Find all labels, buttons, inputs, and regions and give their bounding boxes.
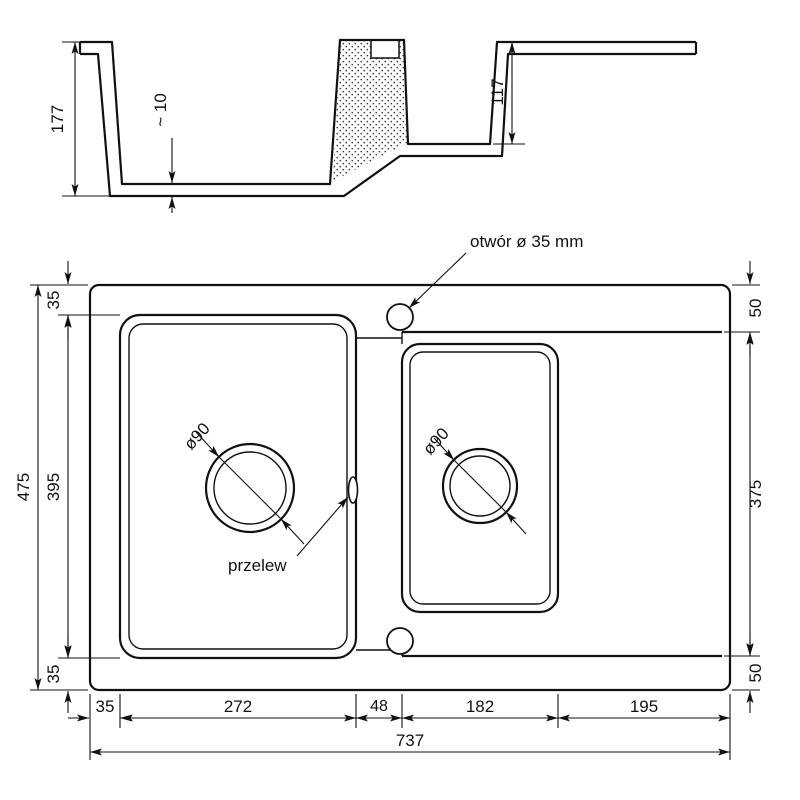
sink-outer-edge (88, 283, 732, 692)
dim-right-bottom-label: 50 (746, 664, 765, 683)
tap-hole-callout: otwór ø 35 mm (408, 232, 583, 309)
section-outer-contour (80, 52, 696, 198)
tap-hole-section (370, 39, 400, 59)
tap-hole-label: otwór ø 35 mm (470, 232, 583, 251)
dim-total-width-label: 737 (396, 731, 424, 750)
dim-bottom-thickness: ~ 10 (151, 93, 176, 213)
dim-depth-total-label: 177 (48, 105, 67, 133)
overflow-label: przelew (228, 556, 287, 575)
drain-right-annotation: ø90 (419, 424, 527, 535)
dim-right-top-label: 50 (746, 299, 765, 318)
right-drain-outer (441, 447, 519, 525)
divider-hatch (333, 41, 407, 181)
overflow-callout: przelew (228, 496, 349, 575)
section-inner-contour (80, 38, 696, 186)
dim-depth-right-label: 117 (488, 78, 507, 105)
drain-left-label: ø90 (180, 419, 214, 453)
right-bowl-inner (409, 351, 551, 605)
section-view: 177 ~ 10 117 (48, 38, 698, 213)
dim-left-top-label: 35 (44, 291, 63, 310)
left-dimensions: 475 35 395 35 (14, 261, 120, 713)
tap-hole (386, 303, 414, 331)
overflow-slot (347, 476, 359, 504)
right-drain-inner (449, 455, 511, 517)
right-bowl-outer (400, 342, 560, 614)
dim-depth-right: 117 (488, 42, 525, 145)
left-drain-outer (204, 442, 296, 534)
dim-left-mid-label: 395 (44, 473, 63, 501)
dim-left-bottom-label: 35 (44, 665, 63, 684)
right-dimensions: 50 375 50 (724, 261, 765, 713)
bottom-hole (386, 627, 414, 655)
dim-total-height-label: 475 (14, 473, 33, 501)
bottom-dimensions: 35 272 48 182 195 737 (68, 694, 731, 760)
dim-bottom-3-label: 48 (370, 698, 388, 715)
left-bowl-outer (118, 313, 358, 660)
dim-bottom-4-label: 182 (466, 697, 494, 716)
dim-right-mid-label: 375 (746, 480, 765, 508)
left-drain-inner (213, 451, 287, 525)
dim-bottom-1-label: 35 (96, 697, 115, 716)
dim-bottom-5-label: 195 (630, 697, 658, 716)
dim-depth-total: 177 (48, 41, 110, 197)
dim-bottom-2-label: 272 (224, 697, 252, 716)
plan-view: ø90 ø90 otwór ø 35 mm przelew 475 (14, 232, 765, 760)
left-bowl-inner (128, 323, 348, 650)
dim-bottom-thickness-label: ~ 10 (151, 93, 170, 127)
